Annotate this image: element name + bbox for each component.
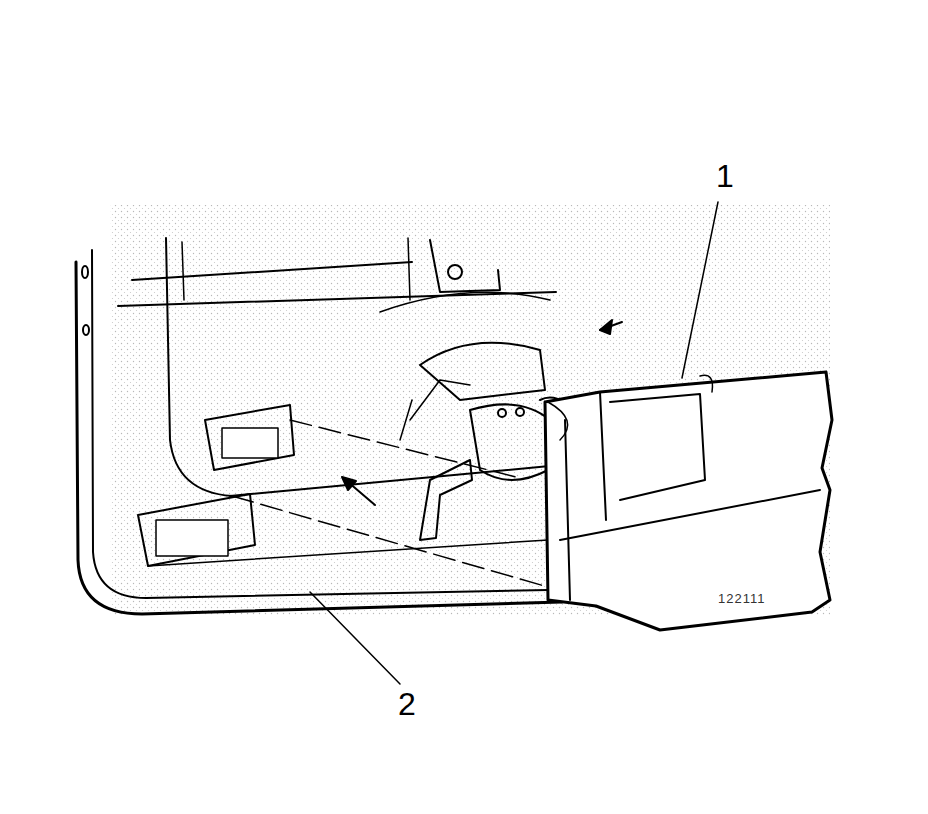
- trim-panel-face: [610, 394, 705, 500]
- trim-panel-edge: [548, 402, 568, 440]
- trim-panel: [545, 372, 832, 630]
- mechanism-arc: [380, 292, 550, 312]
- callout-number: 1: [716, 160, 734, 192]
- trim-panel-edge: [700, 375, 713, 392]
- door-frame-outer: [76, 262, 562, 614]
- pocket-opening: [222, 428, 278, 458]
- leader-line: [310, 592, 400, 684]
- panel-line: [132, 262, 412, 280]
- lower-pocket: [138, 494, 255, 566]
- door-frame-inner: [92, 250, 548, 598]
- fastener: [498, 409, 506, 417]
- inner-panel-edge: [408, 238, 410, 300]
- linkage-rod: [400, 400, 412, 440]
- figure-id: 122111: [718, 592, 765, 605]
- fastener: [516, 408, 524, 416]
- support-bracket: [420, 460, 472, 540]
- trim-panel-edge: [565, 420, 570, 600]
- frame-hole: [83, 325, 89, 335]
- frame-hole: [82, 266, 88, 278]
- alignment-line: [290, 420, 520, 478]
- alignment-line: [232, 496, 600, 602]
- hinge-bracket: [430, 240, 500, 292]
- panel-rail: [148, 540, 548, 566]
- callout-number: 2: [398, 688, 416, 720]
- leader-line: [682, 202, 718, 378]
- linkage-rod: [410, 380, 470, 420]
- armrest-pocket: [205, 405, 294, 470]
- bracket-hole: [448, 265, 462, 279]
- pocket-opening: [156, 520, 228, 556]
- trim-panel-edge: [600, 392, 606, 520]
- inner-panel-edge: [182, 242, 184, 300]
- mechanism-housing: [420, 343, 545, 400]
- direction-arrow-head: [342, 477, 356, 490]
- direction-arrow-head: [600, 320, 612, 334]
- trim-panel-edge: [560, 490, 820, 540]
